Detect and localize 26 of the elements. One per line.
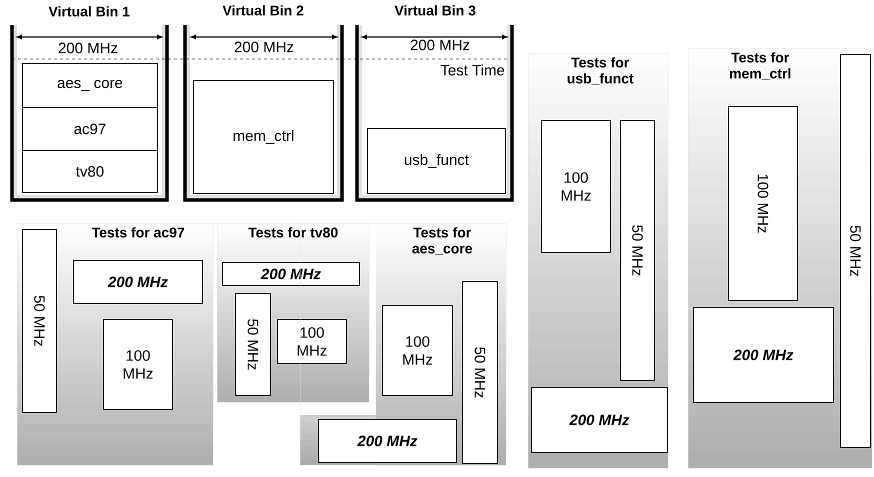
node-label: Virtual Bin 1	[48, 6, 130, 16]
dimension-label: 200 MHz	[410, 40, 470, 50]
node-label: Virtual Bin 2	[222, 5, 304, 16]
core-block: mem_ctrl	[193, 80, 334, 194]
test-block: 200 MHz	[222, 262, 360, 286]
test-block: 50 MHz	[235, 293, 271, 396]
axis-label: Test Time	[440, 64, 504, 76]
test-block: 100 MHz	[541, 120, 611, 253]
node-label: Virtual Bin 3	[394, 5, 476, 16]
test-block: 50 MHz	[620, 120, 655, 381]
dimension-label: 200 MHz	[234, 42, 294, 52]
test-block: 200 MHz	[693, 307, 834, 403]
test-block: 50 MHz	[22, 229, 57, 413]
test-block: 50 MHz	[462, 281, 498, 464]
test-block: 200 MHz	[73, 260, 203, 304]
test-block: 100 MHz	[728, 106, 798, 301]
test-block: 200 MHz	[531, 387, 668, 453]
test-block: 200 MHz	[318, 419, 457, 463]
core-block: tv80	[22, 150, 158, 193]
test-block: 100 MHz	[277, 319, 347, 364]
test-block: 100 MHz	[382, 305, 453, 396]
test-block: 50 MHz	[840, 54, 871, 448]
test-block: 100 MHz	[103, 319, 173, 410]
core-block: ac97	[22, 107, 158, 151]
core-block: aes_ core	[22, 63, 158, 108]
core-block: usb_funct	[367, 128, 506, 194]
